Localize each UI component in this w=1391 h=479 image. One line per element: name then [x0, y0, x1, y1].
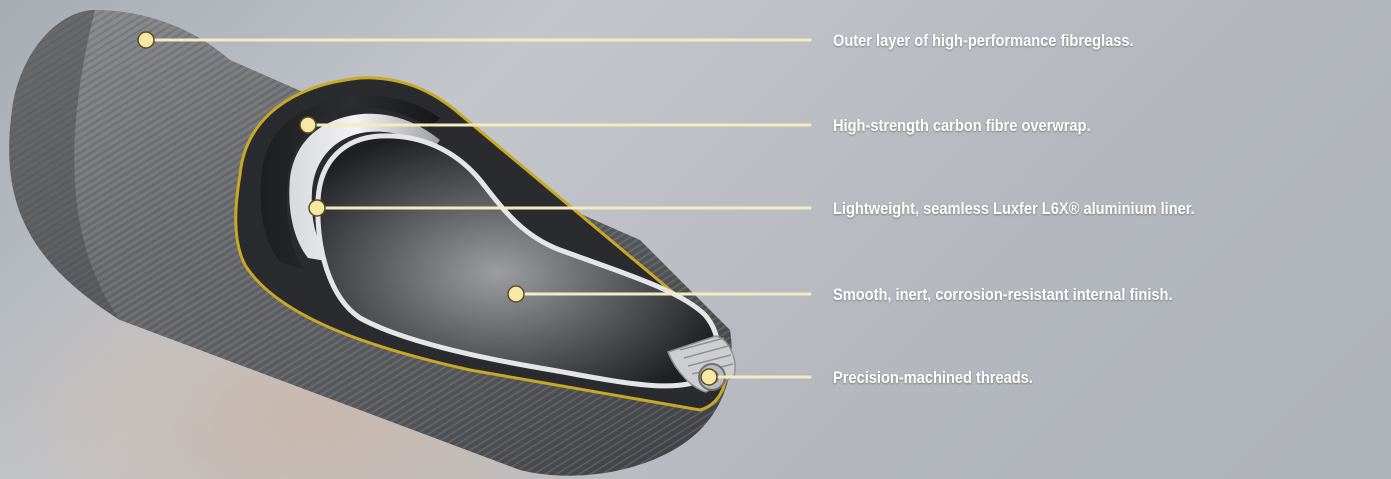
callout-internal-finish: Smooth, inert, corrosion-resistant inter…: [833, 285, 1173, 305]
marker-internal-finish: [508, 286, 524, 302]
marker-threads: [701, 369, 717, 385]
callout-liner: Lightweight, seamless Luxfer L6X® alumin…: [833, 199, 1195, 219]
callout-threads: Precision-machined threads.: [833, 368, 1033, 388]
callout-outer-layer: Outer layer of high-performance fibregla…: [833, 31, 1134, 51]
marker-carbon-overwrap: [300, 117, 316, 133]
marker-outer-layer: [138, 32, 154, 48]
callout-carbon-overwrap: High-strength carbon fibre overwrap.: [833, 116, 1091, 136]
marker-liner: [309, 200, 325, 216]
